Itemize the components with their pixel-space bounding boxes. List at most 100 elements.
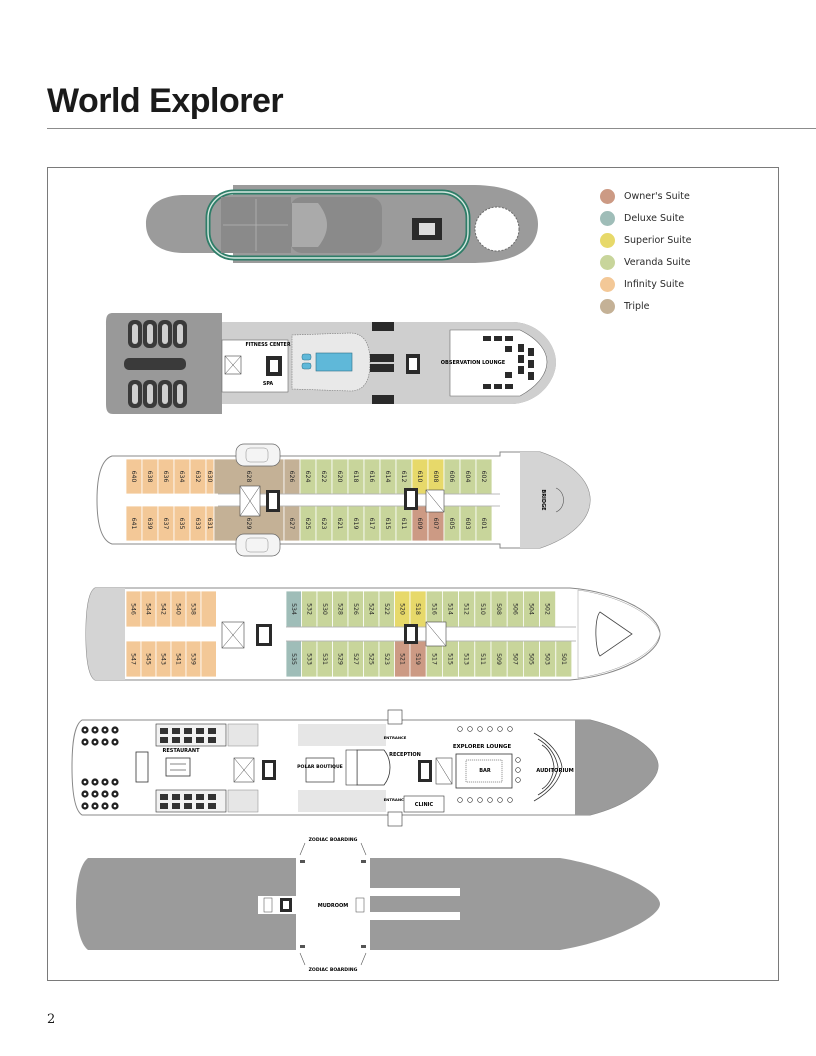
cabin-number: 542 — [160, 603, 167, 615]
cabin-number: 629 — [245, 518, 252, 530]
area-label-bar: BAR — [479, 768, 491, 774]
legend: Owner's Suite Deluxe Suite Superior Suit… — [600, 185, 691, 317]
cabin-number: 532 — [305, 603, 312, 615]
legend-label: Triple — [624, 300, 650, 312]
area-label-entrance-top: ENTRANCE — [384, 735, 407, 740]
area-label-observation: OBSERVATION LOUNGE — [441, 360, 506, 366]
deck-3: MUDROOM ZODIAC BOARDING ZODIAC BOARDING — [76, 837, 660, 973]
cabin-number: 601 — [480, 518, 487, 530]
area-label-reception: RECEPTION — [389, 752, 421, 758]
cabin-number: 503 — [544, 653, 551, 665]
cabin-number: 543 — [160, 653, 167, 665]
cabin-number: 615 — [384, 518, 391, 530]
cabin-number: 518 — [414, 603, 421, 615]
cabin-number: 533 — [305, 653, 312, 665]
cabin-number: 509 — [495, 653, 502, 665]
cabin-number: 638 — [146, 471, 153, 483]
cabin-number: 529 — [336, 653, 343, 665]
cabin-number: 547 — [130, 653, 137, 665]
cabin-number: 540 — [175, 603, 182, 615]
area-label-entrance-bottom: ENTRANCE — [384, 797, 407, 802]
cabin-number: 639 — [146, 518, 153, 530]
cabin-number: 609 — [416, 518, 423, 530]
cabin-number: 539 — [190, 653, 197, 665]
cabin-number: 513 — [463, 653, 470, 665]
legend-swatch — [600, 232, 615, 248]
cabin-number: 534 — [290, 603, 297, 615]
cabin-number: 535 — [290, 653, 297, 665]
legend-item-superior-suite: Superior Suite — [600, 229, 691, 251]
cabin-number: 606 — [448, 471, 455, 483]
area-label-auditorium: AUDITORIUM — [536, 768, 574, 774]
cabin-number: 546 — [130, 603, 137, 615]
cabin-number: 614 — [384, 471, 391, 483]
cabin-number: 630 — [206, 471, 213, 483]
legend-label: Superior Suite — [624, 234, 692, 246]
cabin-number: 511 — [479, 653, 486, 665]
legend-item-deluxe-suite: Deluxe Suite — [600, 207, 691, 229]
cabin-number: 501 — [560, 653, 567, 665]
cabin-number: 608 — [432, 471, 439, 483]
deck-5: 5465445425405385365345325305285265245225… — [85, 587, 661, 681]
cabin-number: 508 — [495, 603, 502, 615]
cabin-number: 527 — [352, 653, 359, 665]
legend-label: Infinity Suite — [624, 278, 685, 290]
page-number: 2 — [47, 1012, 56, 1027]
cabin-number: 620 — [336, 471, 343, 483]
legend-label: Veranda Suite — [624, 256, 691, 268]
cabin-number: 607 — [432, 518, 439, 530]
cabin-number: 603 — [464, 518, 471, 530]
legend-swatch — [600, 254, 615, 270]
cabin-number: 544 — [145, 603, 152, 615]
cabin-number: 626 — [288, 471, 295, 483]
area-label-restaurant: RESTAURANT — [163, 748, 201, 754]
page-title: World Explorer — [47, 82, 284, 120]
cabin-number: 616 — [368, 471, 375, 483]
cabin-number: 510 — [479, 603, 486, 615]
area-label-fitness: FITNESS CENTER — [245, 342, 290, 348]
cabin-number: 636 — [162, 471, 169, 483]
cabin-number: 635 — [178, 518, 185, 530]
cabin-number: 531 — [321, 653, 328, 665]
cabin-number: 634 — [178, 471, 185, 483]
area-label-polar: POLAR BOUTIQUE — [297, 764, 343, 770]
legend-swatch — [600, 276, 615, 292]
legend-item-owners-suite: Owner's Suite — [600, 185, 691, 207]
cabin-number: 617 — [368, 518, 375, 530]
cabin-number: 507 — [511, 653, 518, 665]
cabin-number: 528 — [336, 603, 343, 615]
cabin-number: 612 — [400, 471, 407, 483]
cabin-number: 618 — [352, 471, 359, 483]
legend-swatch — [600, 188, 615, 204]
area-label-bridge: BRIDGE — [540, 489, 546, 511]
cabin-number: 512 — [463, 603, 470, 615]
cabin-number: 622 — [320, 471, 327, 483]
area-label-zodiac-top: ZODIAC BOARDING — [309, 837, 358, 843]
legend-item-triple: Triple — [600, 295, 691, 317]
cabin-number: 523 — [383, 653, 390, 665]
deck-8 — [146, 185, 538, 263]
deck-4: RESTAURANT POLAR BOUTIQUE RECEPTION ENTR… — [71, 709, 659, 827]
cabin-number: 524 — [367, 603, 374, 615]
deck-plan-frame — [47, 167, 779, 981]
cabin-number: 623 — [320, 518, 327, 530]
area-label-explorer: EXPLORER LOUNGE — [453, 744, 512, 750]
area-label-clinic: CLINIC — [415, 802, 434, 808]
cabin-number: 611 — [400, 518, 407, 530]
cabin-number: 515 — [447, 653, 454, 665]
cabin-number: 514 — [447, 603, 454, 615]
legend-label: Owner's Suite — [624, 190, 690, 202]
cabin-number: 516 — [430, 603, 437, 615]
area-label-zodiac-bottom: ZODIAC BOARDING — [309, 967, 358, 973]
cabin-number: 621 — [336, 518, 343, 530]
legend-swatch — [600, 298, 615, 314]
cabin-number: 640 — [130, 471, 137, 483]
cabin-number: 505 — [528, 653, 535, 665]
cabin-number: 610 — [416, 471, 423, 483]
area-label-spa: SPA — [263, 381, 274, 387]
cabin-number: 517 — [430, 653, 437, 665]
cabin-number: 625 — [304, 518, 311, 530]
